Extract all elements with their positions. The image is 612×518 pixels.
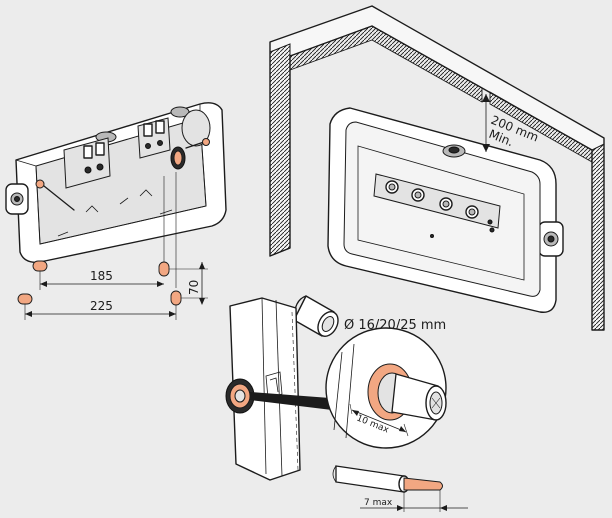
dimension-225-label: 225 [90, 299, 113, 313]
dimension-70-label: 70 [187, 280, 201, 295]
strip-length-label: 7 max [364, 498, 393, 508]
wall-ceiling-illustration [269, 5, 605, 331]
dimension-185-label: 185 [90, 269, 113, 283]
seal-magnified-detail: 10 max [325, 327, 447, 449]
conduit-diameter-label: Ø 16/20/25 mm [344, 318, 446, 333]
mounting-dimensions: 185 225 70 [17, 172, 208, 320]
conduit-illustration: Ø 16/20/25 mm [293, 295, 446, 337]
mounting-hole [170, 290, 182, 306]
luminaire-illustration [327, 107, 564, 313]
mounting-hole [158, 261, 170, 277]
backbox-illustration [5, 102, 227, 263]
cable-strip-illustration: 7 max [332, 465, 468, 512]
box-side-detail [225, 297, 332, 481]
mounting-hole [32, 260, 48, 272]
mounting-hole [17, 293, 33, 305]
